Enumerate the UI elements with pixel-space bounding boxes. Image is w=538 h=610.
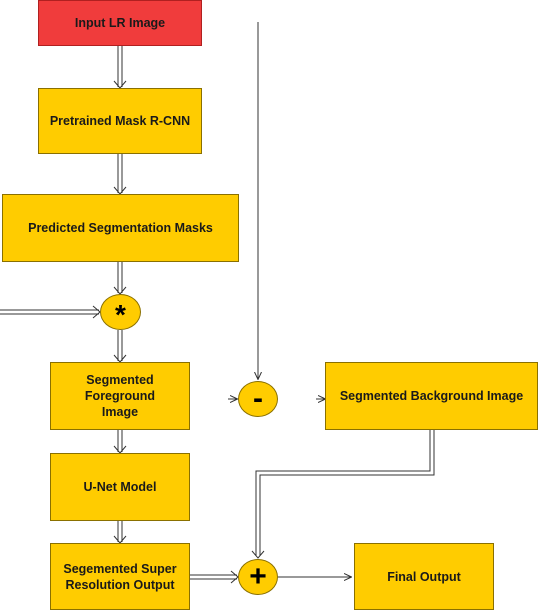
arrow-foreground-to-unet [117,430,123,452]
pretrained-mask-rcnn-box: Pretrained Mask R-CNN [38,88,202,154]
arrow-multiply-to-foreground [117,330,123,361]
add-operator: + [238,559,278,595]
segmented-sr-output-box: Segemented Super Resolution Output [50,543,190,610]
arrowhead-masks [113,186,127,195]
arrowhead-add [230,570,239,584]
unet-model-box: U-Net Model [50,453,190,521]
arrow-unet-to-sroutput [117,521,123,542]
arrowhead-unet [113,445,127,454]
arrow-sroutput-to-add [190,574,237,580]
arrowhead-sroutput [113,535,127,544]
segmented-background-box: Segmented Background Image [325,362,538,430]
predicted-segmentation-masks-box: Predicted Segmentation Masks [2,194,239,262]
arrow-input-to-maskrcnn [117,46,123,87]
arrow-masks-to-multiply [117,262,123,293]
arrowhead-multiply-left [92,305,101,319]
final-output-box: Final Output [354,543,494,610]
arrowhead-multiply [113,286,127,295]
arrow-maskrcnn-to-masks [117,154,123,193]
arrowhead-add-top [251,550,265,559]
arrowhead-foreground [113,354,127,363]
arrow-background-to-add [255,430,435,556]
arrow-left-to-multiply [0,309,99,315]
segmented-foreground-box: Segmented Foreground Image [50,362,190,430]
subtract-operator: - [238,381,278,417]
input-lr-image-box: Input LR Image [38,0,202,46]
arrowhead-maskrcnn [113,80,127,89]
multiply-operator: * [100,294,141,330]
